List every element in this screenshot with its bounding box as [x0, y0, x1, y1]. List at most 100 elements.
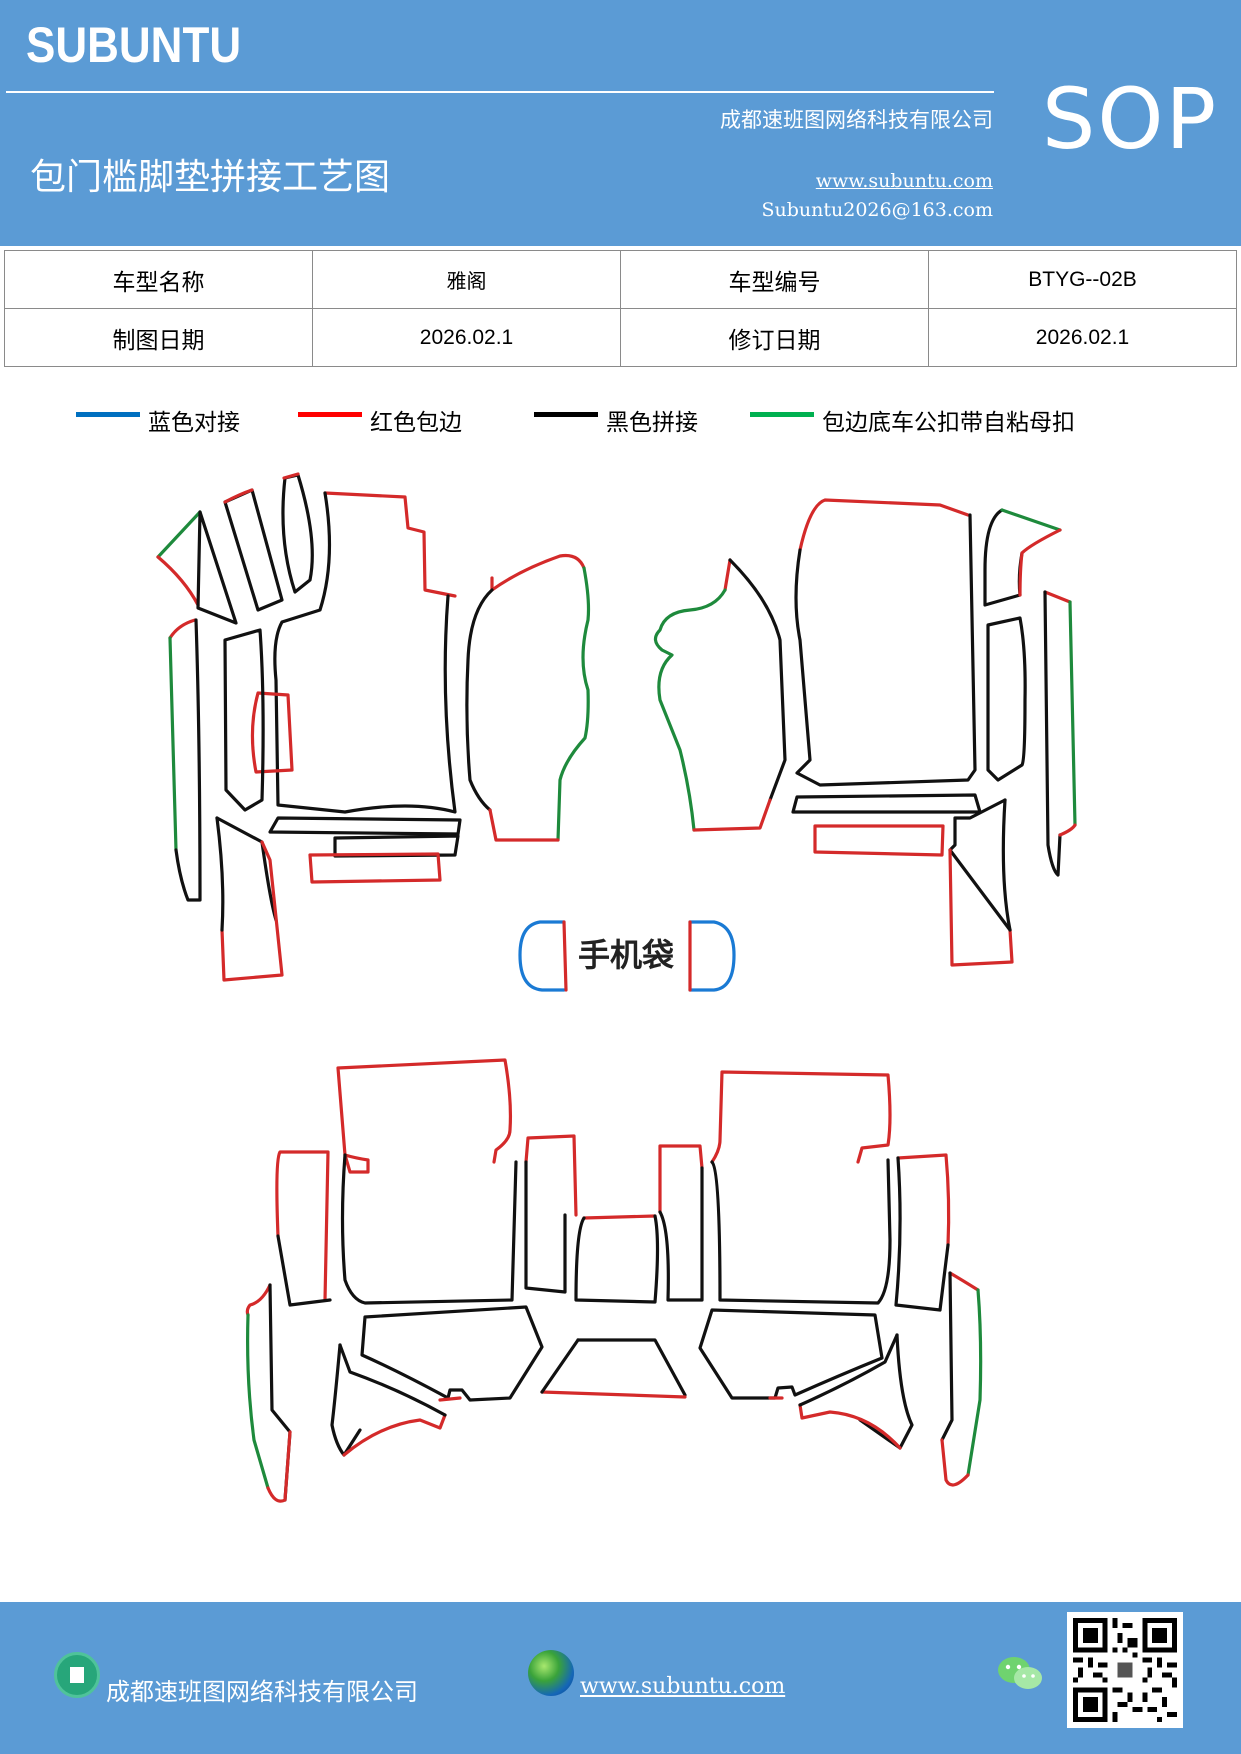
mat-edge-red	[940, 1438, 970, 1487]
mat-piece	[223, 628, 265, 812]
vehicle-info-table: 车型名称 雅阁 车型编号 BTYG--02B 制图日期 2026.02.1 修订…	[4, 250, 1237, 367]
mat-piece	[791, 793, 982, 814]
header-email: Subuntu2026@163.com	[761, 199, 993, 221]
brand-logo: SUBUNTU	[26, 17, 242, 73]
company-icon	[54, 1652, 100, 1698]
legend-swatch	[298, 411, 362, 417]
mat-edge-red	[336, 1058, 513, 1164]
wechat-icon	[998, 1657, 1042, 1689]
qr-code[interactable]	[1067, 1612, 1183, 1728]
mat-piece	[360, 1305, 544, 1402]
mat-edge-red	[524, 1134, 578, 1217]
header-company: 成都速班图网络科技有限公司	[720, 108, 993, 132]
model-name-value: 雅阁	[312, 250, 621, 309]
mat-edge-red	[342, 1413, 447, 1457]
mat-piece	[710, 1158, 892, 1305]
table-row: 制图日期 2026.02.1 修订日期 2026.02.1	[4, 308, 1237, 367]
mat-edge-red	[266, 1430, 292, 1503]
revision-date-value: 2026.02.1	[928, 308, 1237, 367]
front-right-mat-group	[653, 498, 1077, 967]
mat-edge-red	[540, 1390, 687, 1399]
legend-item-green: 包边底车公扣带自粘母扣	[750, 402, 1075, 438]
mat-edge-red	[723, 558, 732, 592]
mat-edge-red	[323, 491, 457, 598]
model-code-value: BTYG--02B	[928, 250, 1237, 309]
mat-piece	[330, 1343, 362, 1457]
mat-edge-green	[1000, 508, 1062, 532]
phone-pocket: 手机袋	[518, 920, 736, 992]
mat-edge-red	[438, 1396, 462, 1402]
rear-mat-group	[245, 1058, 983, 1503]
model-name-label: 车型名称	[4, 250, 313, 309]
legend-label: 包边底车公扣带自粘母扣	[822, 410, 1075, 436]
phone-pocket-left-edge	[518, 920, 566, 992]
legend-item-blue: 蓝色对接	[76, 402, 240, 438]
mat-piece	[540, 1338, 580, 1394]
mat-piece	[340, 1153, 518, 1305]
mat-edge-red	[282, 472, 300, 480]
mat-piece	[858, 1333, 914, 1450]
mat-edge-red	[658, 1144, 704, 1214]
mat-edge-red	[710, 1070, 892, 1164]
table-row: 车型名称 雅阁 车型编号 BTYG--02B	[4, 250, 1237, 309]
mat-edge-red	[156, 555, 200, 607]
mat-edge-green	[168, 636, 178, 852]
phone-pocket-left-seam	[562, 920, 568, 992]
header-banner	[0, 0, 1241, 246]
mat-edge-red	[223, 488, 254, 504]
legend-label: 蓝色对接	[148, 410, 240, 436]
mat-piece	[794, 513, 977, 787]
footer-company: 成都速班图网络科技有限公司	[106, 1678, 418, 1706]
mat-edge-red	[896, 1153, 951, 1247]
header-website-link[interactable]: www.subuntu.com	[815, 170, 993, 192]
revision-date-label: 修订日期	[620, 308, 929, 367]
mat-edge-green	[156, 510, 202, 559]
mat-piece	[798, 1333, 899, 1407]
mat-edge-red	[275, 1150, 330, 1302]
mat-piece	[196, 510, 238, 625]
legend-label: 红色包边	[370, 410, 462, 436]
document-title: 包门槛脚垫拼接工艺图	[30, 157, 391, 198]
mat-edge-red	[798, 498, 970, 552]
sop-badge: SOP	[1042, 70, 1219, 168]
mat-edge-red	[245, 1283, 272, 1317]
mat-piece	[333, 834, 460, 858]
mat-piece	[658, 1166, 704, 1302]
mat-edge-green	[653, 588, 727, 832]
mat-edge-red	[798, 1403, 902, 1450]
mat-piece	[1001, 798, 1012, 932]
legend-item-red: 红色包边	[298, 402, 462, 438]
front-left-mat-group	[156, 472, 591, 982]
mat-edge-red	[1058, 823, 1077, 837]
model-code-label: 车型编号	[620, 250, 929, 309]
mat-piece	[524, 1160, 567, 1294]
phone-pocket-right-edge	[688, 920, 736, 992]
mat-piece	[215, 816, 278, 922]
phone-pocket-label: 手机袋	[578, 936, 674, 974]
mat-piece	[948, 798, 1012, 932]
mat-edge-green	[556, 566, 591, 842]
mat-piece	[465, 588, 494, 812]
mat-piece	[983, 508, 1024, 607]
mat-piece	[1043, 590, 1062, 877]
footer-website-link[interactable]: www.subuntu.com	[580, 1674, 786, 1699]
mat-piece	[940, 1271, 954, 1442]
mat-piece	[894, 1156, 950, 1312]
mat-piece	[276, 1234, 332, 1307]
mat-edge-green	[1068, 600, 1077, 827]
mat-edge-green	[966, 1288, 983, 1477]
mat-piece	[268, 816, 462, 836]
mat-edge-red	[1043, 590, 1072, 604]
qr-code-pattern	[1073, 1618, 1177, 1722]
mat-piece	[250, 691, 294, 774]
legend-swatch	[750, 411, 814, 417]
mat-edge-red	[490, 553, 586, 592]
mat-edge-red	[813, 824, 945, 857]
draw-date-value: 2026.02.1	[312, 308, 621, 367]
mat-piece	[281, 473, 314, 594]
mat-piece	[986, 616, 1027, 782]
mat-edge-red	[308, 852, 442, 884]
mat-piece	[223, 488, 284, 612]
mat-edge-red	[582, 1214, 657, 1220]
mat-piece	[338, 1343, 447, 1417]
